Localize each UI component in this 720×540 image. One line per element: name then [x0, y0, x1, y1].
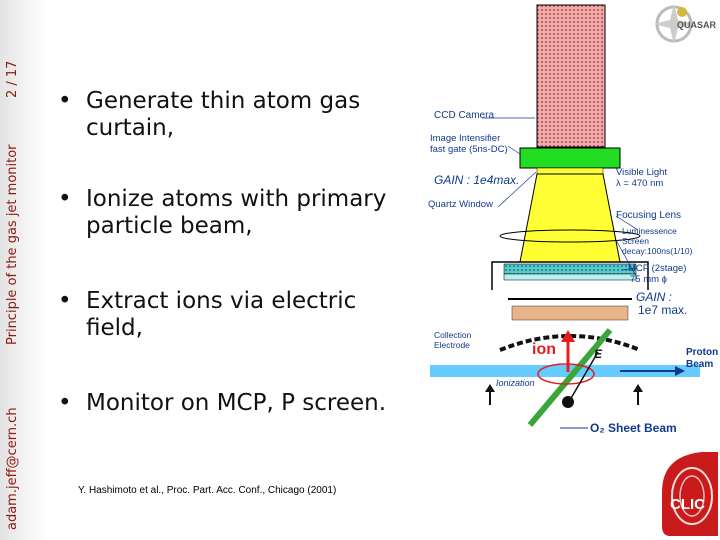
- leader-line: [497, 171, 537, 208]
- sidebar-text: 2 / 17 Principle of the gas jet monitor …: [5, 0, 41, 540]
- side-arrow-head: [633, 384, 643, 392]
- quartz-window: [536, 167, 604, 175]
- bullet-item: • Extract ions via electric field,: [58, 288, 418, 342]
- ion-dot: [562, 396, 574, 408]
- sidebar: 2 / 17 Principle of the gas jet monitor …: [0, 0, 48, 540]
- bullet-line: Monitor on MCP, P screen.: [86, 390, 387, 416]
- clic-logo: CLIC: [662, 452, 718, 536]
- label-collection-electrode: Collection: [434, 330, 472, 340]
- extraction-electrode: [499, 334, 641, 352]
- e-field-arrow: [569, 351, 599, 401]
- leader-line: [615, 215, 639, 231]
- label-intensifier: Image Intensifier: [430, 133, 500, 144]
- section-title: Principle of the gas jet monitor: [5, 144, 20, 345]
- bullet-line: curtain,: [86, 115, 175, 141]
- logo-star: [654, 19, 694, 29]
- label-mcp: 75 mm ϕ: [630, 274, 667, 285]
- bullet-line: Ionize atoms with primary: [86, 186, 387, 212]
- label-screen: Luminessence: [622, 226, 677, 236]
- logo-orbit: [671, 467, 713, 525]
- bullet-item: • Generate thin atom gas curtain,: [58, 88, 418, 142]
- bullet-dot: •: [58, 390, 72, 416]
- gas-jet-monitor-diagram: CCD Camera Image Intensifier fast gate (…: [428, 4, 718, 435]
- label-sheet-beam: O₂ Sheet Beam: [590, 421, 677, 435]
- label-proton-beam: Beam: [686, 359, 713, 370]
- label-focusing-lens: Focusing Lens: [616, 210, 681, 221]
- mcp-plate: [503, 263, 637, 275]
- label-ion: ion: [532, 341, 556, 358]
- label-ccd-camera: CCD Camera: [434, 110, 494, 121]
- label-screen: Screen: [622, 236, 649, 246]
- label-gain-mcp: GAIN :: [636, 290, 672, 304]
- bullet-line: Extract ions via electric: [86, 288, 357, 314]
- bullet-dot: •: [58, 288, 72, 314]
- bullet-dot: •: [58, 186, 72, 212]
- beam-arrow-head: [675, 366, 685, 376]
- label-mcp: MCP (2stage): [628, 263, 686, 274]
- ccd-camera: [536, 4, 606, 148]
- logo-text: CLIC: [670, 496, 705, 513]
- proton-beam: [430, 365, 700, 377]
- label-intensifier: fast gate (5ns-DC): [430, 144, 508, 155]
- leader-line: [507, 145, 521, 155]
- label-gain-mcp: 1e7 max.: [638, 303, 687, 317]
- leader-line: [615, 239, 637, 277]
- ion-arrow-head: [561, 330, 575, 342]
- leader-line: [621, 267, 637, 271]
- image-intensifier: [519, 147, 621, 169]
- label-screen: decay:100ns(1/10): [622, 246, 693, 256]
- label-ionization: Ionization: [496, 378, 535, 388]
- author-email: adam.jeff@cern.ch: [5, 407, 20, 530]
- bullet-line: Generate thin atom gas: [86, 88, 361, 114]
- light-cone: [519, 173, 621, 263]
- logo-sun: [677, 7, 687, 17]
- label-quartz-window: Quartz Window: [428, 199, 493, 210]
- bullet-line: particle beam,: [86, 213, 253, 239]
- bullet-item: • Monitor on MCP, P screen.: [58, 390, 418, 417]
- side-arrow-head: [485, 384, 495, 392]
- focusing-lens: [499, 229, 641, 243]
- ionization-zone: [537, 363, 595, 385]
- bullet-line: field,: [86, 315, 143, 341]
- label-collection-electrode: Electrode: [434, 340, 470, 350]
- logo-text: QUASAR: [677, 20, 717, 30]
- page-number: 2 / 17: [5, 60, 20, 98]
- bullet-item: • Ionize atoms with primary particle bea…: [58, 186, 418, 240]
- label-gain-camera: GAIN : 1e4max.: [434, 173, 519, 187]
- logo-orbit: [679, 475, 705, 517]
- collection-electrode: [511, 305, 629, 321]
- chamber-wall: [491, 261, 649, 290]
- label-visible-light: λ = 470 nm: [616, 178, 663, 189]
- phosphor-screen: [503, 273, 637, 281]
- label-visible-light: Visible Light: [616, 167, 667, 178]
- quasar-logo: QUASAR: [654, 4, 717, 44]
- label-e-field: E: [594, 347, 603, 361]
- label-proton-beam: Proton: [686, 347, 718, 358]
- bullet-dot: •: [58, 88, 72, 114]
- citation: Y. Hashimoto et al., Proc. Part. Acc. Co…: [78, 485, 337, 496]
- gas-sheet: [527, 328, 613, 427]
- mesh-line: [508, 298, 632, 300]
